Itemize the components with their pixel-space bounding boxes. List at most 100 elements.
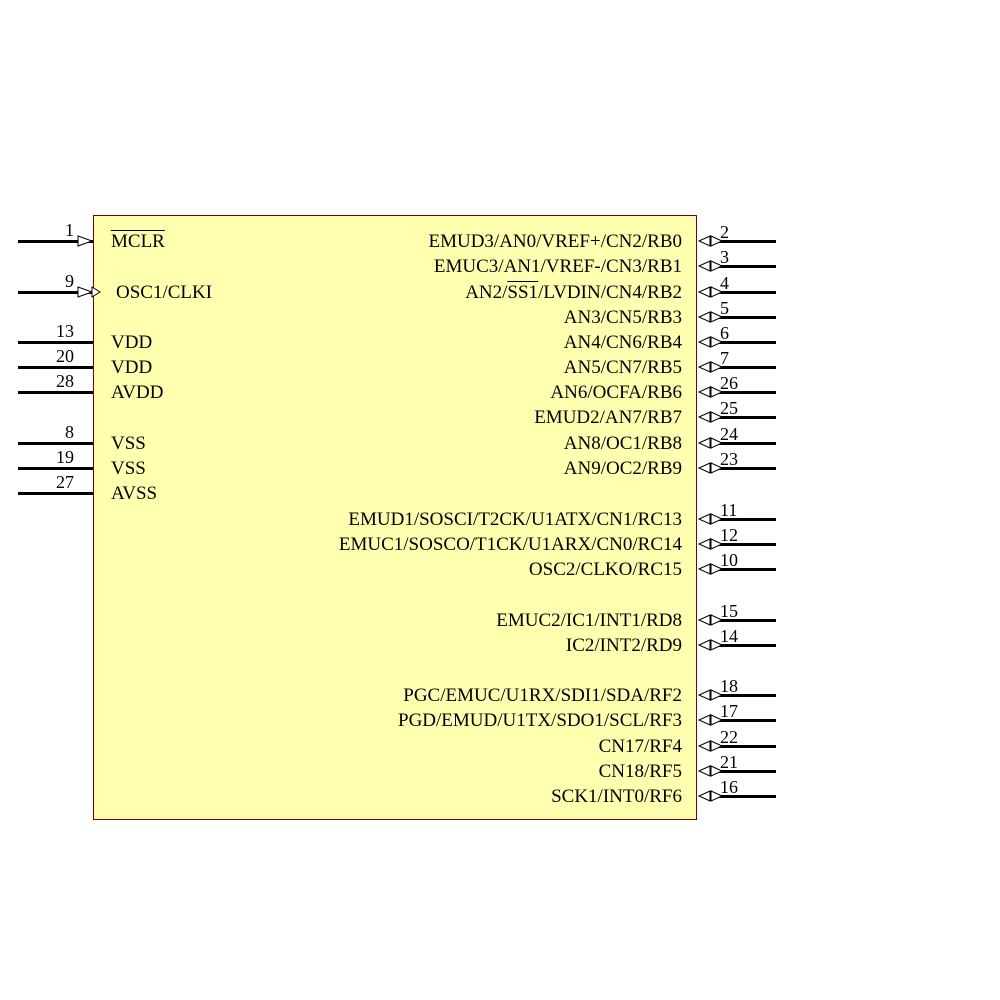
pin-line[interactable]: [18, 291, 93, 294]
bidirectional-arrow-icon: [697, 639, 724, 651]
pin-line[interactable]: [718, 391, 776, 394]
bidirectional-arrow-icon: [697, 614, 724, 626]
pin-line[interactable]: [718, 694, 776, 697]
bidirectional-arrow-icon: [697, 790, 724, 802]
pin-line[interactable]: [718, 719, 776, 722]
pin-number: 8: [65, 422, 74, 442]
bidirectional-arrow-icon: [697, 563, 724, 575]
bidirectional-arrow-icon: [697, 740, 724, 752]
pin-number: 23: [720, 449, 738, 469]
ic-component-body[interactable]: [93, 215, 697, 820]
bidirectional-arrow-icon: [697, 714, 724, 726]
pin-number: 1: [65, 220, 74, 240]
pin-line[interactable]: [718, 341, 776, 344]
pin-number: 13: [56, 321, 74, 341]
pin-label: AVSS: [111, 483, 158, 504]
pin-label: MCLR: [111, 231, 165, 252]
pin-number: 24: [720, 424, 738, 444]
pin-number: 2: [720, 222, 729, 242]
pin-line[interactable]: [18, 467, 93, 470]
pin-number: 25: [720, 398, 738, 418]
pin-number: 27: [56, 472, 74, 492]
pin-label: OSC1/CLKI: [116, 282, 213, 303]
pin-line[interactable]: [18, 240, 93, 243]
bidirectional-arrow-icon: [697, 286, 724, 298]
pin-line[interactable]: [718, 442, 776, 445]
pin-number: 28: [56, 371, 74, 391]
pin-label: AN2/SS1/LVDIN/CN4/RB2: [465, 282, 682, 303]
pin-label: VDD: [111, 357, 153, 378]
pin-number: 15: [720, 601, 738, 621]
pin-number: 5: [720, 298, 729, 318]
pin-number: 19: [56, 447, 74, 467]
pin-line[interactable]: [18, 341, 93, 344]
bidirectional-arrow-icon: [697, 689, 724, 701]
pin-number: 12: [720, 525, 738, 545]
pin-number: 11: [720, 500, 738, 520]
bidirectional-arrow-icon: [697, 386, 724, 398]
input-arrow-icon: [77, 286, 101, 298]
pin-label: VDD: [111, 332, 153, 353]
pin-line[interactable]: [718, 291, 776, 294]
pin-label: AN9/OC2/RB9: [563, 458, 682, 479]
pin-label: PGC/EMUC/U1RX/SDI1/SDA/RF2: [403, 685, 682, 706]
pin-line[interactable]: [718, 366, 776, 369]
bidirectional-arrow-icon: [697, 437, 724, 449]
bidirectional-arrow-icon: [697, 260, 724, 272]
pin-number: 20: [56, 346, 74, 366]
pin-label: AVDD: [111, 382, 164, 403]
pin-line[interactable]: [718, 265, 776, 268]
pin-line[interactable]: [718, 619, 776, 622]
pin-number: 4: [720, 273, 729, 293]
pin-line[interactable]: [718, 644, 776, 647]
pin-number: 14: [720, 626, 738, 646]
pin-label: EMUC2/IC1/INT1/RD8: [496, 610, 682, 631]
pin-line[interactable]: [18, 442, 93, 445]
pin-line[interactable]: [718, 518, 776, 521]
pin-line[interactable]: [718, 416, 776, 419]
pin-label: AN5/CN7/RB5: [563, 357, 682, 378]
pin-label: PGD/EMUD/U1TX/SDO1/SCL/RF3: [398, 710, 682, 731]
pin-number: 7: [720, 348, 729, 368]
pin-label: EMUD2/AN7/RB7: [534, 407, 682, 428]
pin-label: VSS: [111, 458, 146, 479]
pin-line[interactable]: [18, 366, 93, 369]
pin-number: 22: [720, 727, 738, 747]
pin-line[interactable]: [718, 568, 776, 571]
pin-number: 3: [720, 247, 729, 267]
pin-line[interactable]: [718, 467, 776, 470]
pin-label: CN18/RF5: [598, 761, 682, 782]
bidirectional-arrow-icon: [697, 411, 724, 423]
pin-number: 26: [720, 373, 738, 393]
bidirectional-arrow-icon: [697, 311, 724, 323]
pin-number: 18: [720, 676, 738, 696]
bidirectional-arrow-icon: [697, 235, 724, 247]
pin-label: IC2/INT2/RD9: [565, 635, 682, 656]
pin-label: AN6/OCFA/RB6: [550, 382, 682, 403]
pin-label: AN8/OC1/RB8: [563, 433, 682, 454]
pin-number: 17: [720, 701, 738, 721]
pin-number: 9: [65, 271, 74, 291]
bidirectional-arrow-icon: [697, 336, 724, 348]
bidirectional-arrow-icon: [697, 765, 724, 777]
pin-label: EMUC3/AN1/VREF-/CN3/RB1: [433, 256, 682, 277]
pin-line[interactable]: [718, 316, 776, 319]
pin-label: CN17/RF4: [598, 736, 682, 757]
pin-number: 21: [720, 752, 738, 772]
pin-number: 6: [720, 323, 729, 343]
pin-line[interactable]: [18, 492, 93, 495]
pin-line[interactable]: [718, 240, 776, 243]
input-arrow-icon: [77, 235, 94, 247]
pin-number: 10: [720, 550, 738, 570]
pin-line[interactable]: [18, 391, 93, 394]
pin-line[interactable]: [718, 543, 776, 546]
pin-label: EMUC1/SOSCO/T1CK/U1ARX/CN0/RC14: [338, 534, 682, 555]
bidirectional-arrow-icon: [697, 462, 724, 474]
pin-label: VSS: [111, 433, 146, 454]
pin-label: EMUD1/SOSCI/T2CK/U1ATX/CN1/RC13: [348, 509, 682, 530]
pin-line[interactable]: [718, 745, 776, 748]
pin-label: SCK1/INT0/RF6: [551, 786, 682, 807]
pin-number: 16: [720, 777, 738, 797]
pin-line[interactable]: [718, 795, 776, 798]
pin-line[interactable]: [718, 770, 776, 773]
